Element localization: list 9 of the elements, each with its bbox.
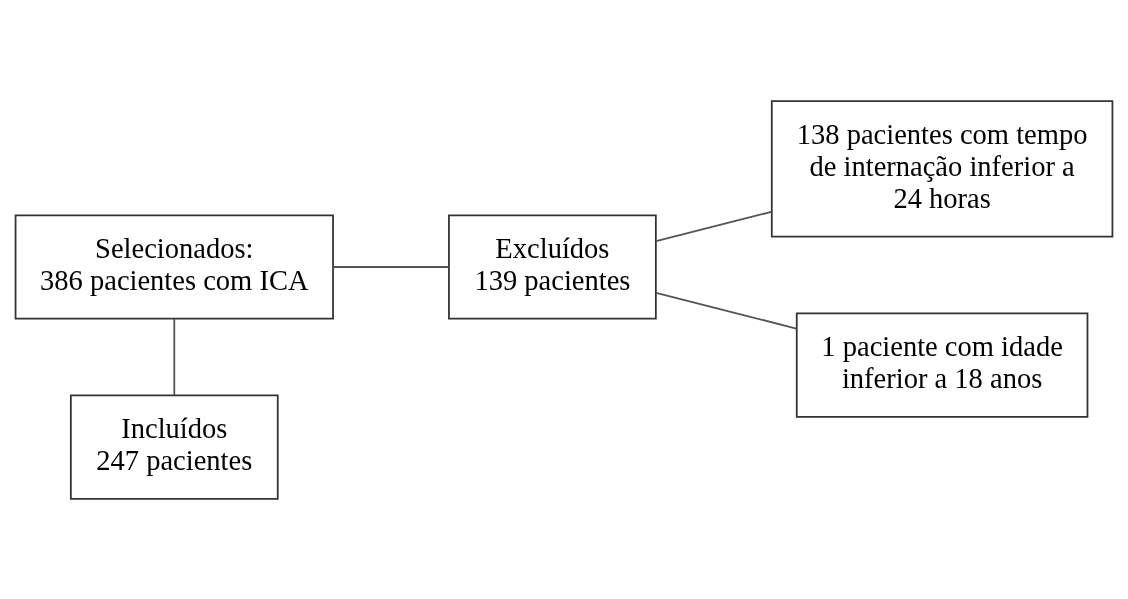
node-box: 1 paciente com idade inferior a 18 anos [795,312,1089,418]
connector [655,291,798,329]
connector [332,265,450,268]
node-box: Selecionados: 386 pacientes com ICA [14,213,334,320]
connector [655,210,773,242]
node-box: 138 pacientes com tempo de internação inferior a 24 horas [770,99,1114,238]
connector [173,317,176,396]
node-box: Excluídos 139 pacientes [448,213,657,320]
node-box: Incluídos 247 pacientes [69,394,279,500]
